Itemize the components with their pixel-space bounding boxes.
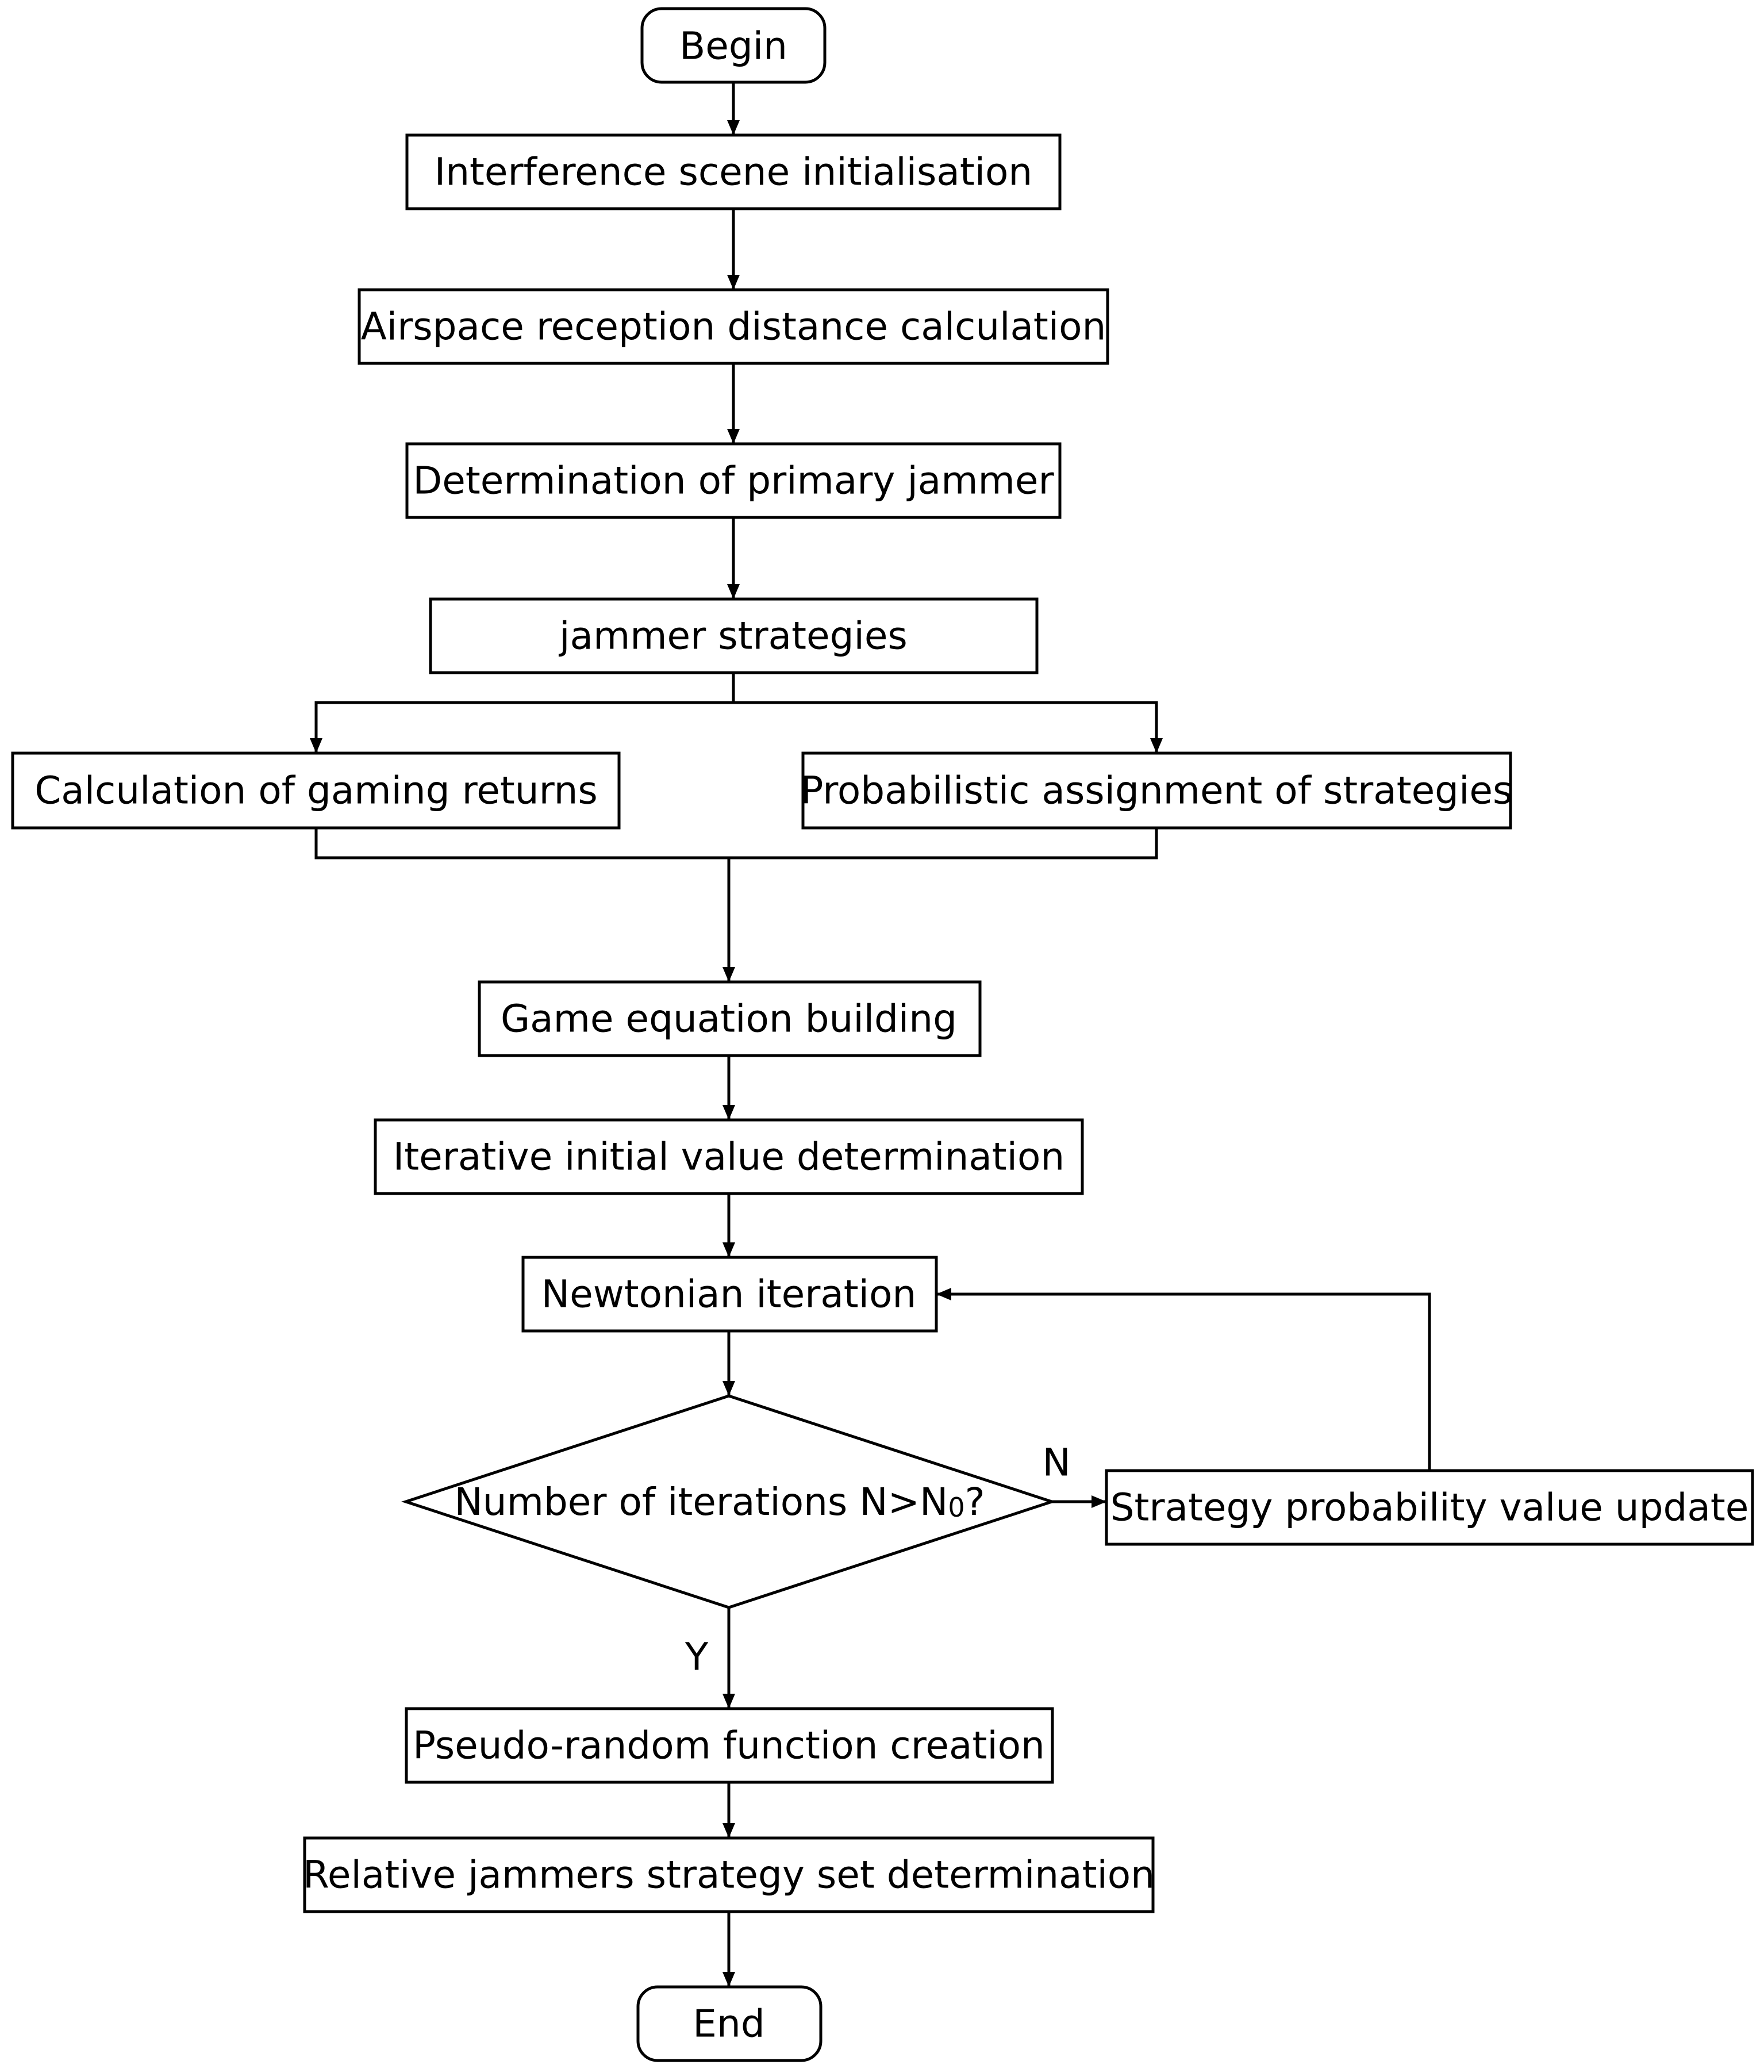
airspace-label: Airspace reception distance calculation — [361, 305, 1106, 349]
decision-label: Number of iterations N>N0? — [454, 1480, 985, 1524]
pseudo-label: Pseudo-random function creation — [413, 1724, 1045, 1768]
returns-label: Calculation of gaming returns — [34, 769, 598, 813]
initial-label: Iterative initial value determination — [393, 1135, 1064, 1179]
end-label: End — [693, 2002, 764, 2046]
primary-label: Determination of primary jammer — [413, 459, 1054, 503]
edge-update-newton — [936, 1288, 1431, 1471]
edge-label-yes: Y — [685, 1635, 709, 1679]
begin-label: Begin — [679, 24, 787, 68]
decision-main: Number of iterations N>N — [454, 1480, 948, 1524]
strategies-label: jammer strategies — [558, 614, 908, 658]
edge-split-assign — [733, 701, 1163, 753]
init-label: Interference scene initialisation — [435, 150, 1033, 194]
edge-label-no: N — [1042, 1441, 1070, 1485]
decision-subscript: 0 — [948, 1492, 964, 1523]
equation-label: Game equation building — [501, 997, 957, 1041]
decision-question: ? — [965, 1480, 985, 1524]
edge-split-returns — [310, 701, 733, 753]
newton-label: Newtonian iteration — [541, 1272, 916, 1317]
edge-merge — [314, 828, 1158, 860]
update-label: Strategy probability value update — [1110, 1486, 1749, 1530]
assign-label: Probabilistic assignment of strategies — [801, 769, 1513, 813]
relative-label: Relative jammers strategy set determinat… — [303, 1853, 1155, 1897]
